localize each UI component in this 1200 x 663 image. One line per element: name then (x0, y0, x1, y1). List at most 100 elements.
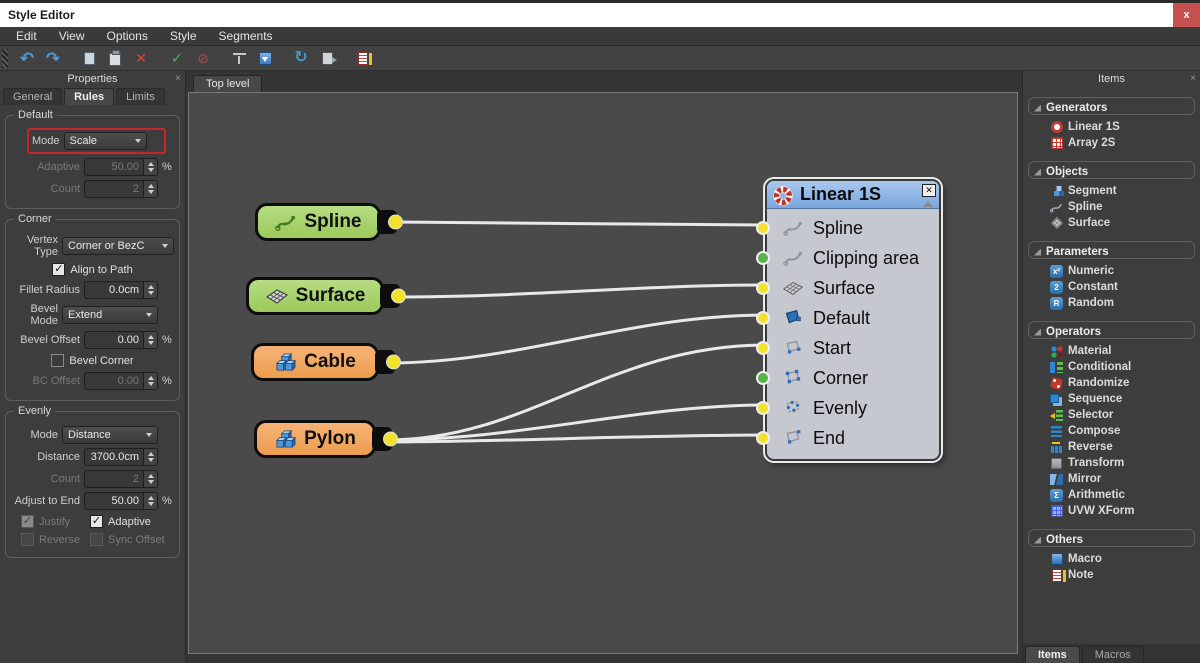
input-row-start[interactable]: Start (756, 333, 939, 363)
bevel-mode-dropdown[interactable]: Extend (62, 306, 158, 324)
spinner-buttons[interactable] (143, 492, 158, 510)
tree-item-uvw-xform[interactable]: UVW XForm (1023, 503, 1200, 519)
expand-triangle-icon[interactable] (1034, 104, 1041, 112)
tree-item-macro[interactable]: Macro (1023, 551, 1200, 567)
export-button[interactable] (316, 48, 338, 69)
tree-item-spline[interactable]: Spline (1023, 199, 1200, 215)
refresh-button[interactable]: ↻ (290, 48, 312, 69)
tree-item-compose[interactable]: Compose (1023, 423, 1200, 439)
tree-item-array-2s[interactable]: Array 2S (1023, 135, 1200, 151)
tree-item-reverse[interactable]: Reverse (1023, 439, 1200, 455)
discard-button[interactable]: ⊘ (192, 48, 214, 69)
spinner-buttons[interactable] (143, 158, 158, 176)
default-adaptive-field[interactable]: 50.00 (84, 158, 158, 176)
node-canvas[interactable]: Spline Surface (188, 92, 1018, 654)
copy-button[interactable] (78, 48, 100, 71)
tab-general[interactable]: General (3, 88, 63, 105)
align-to-path-checkbox[interactable] (52, 263, 66, 276)
tree-item-transform[interactable]: Transform (1023, 455, 1200, 471)
expand-triangle-icon[interactable] (1034, 536, 1041, 544)
tab-items[interactable]: Items (1025, 646, 1080, 663)
tree-group-others[interactable]: Others (1028, 529, 1195, 547)
toolbar-grip[interactable] (2, 48, 8, 68)
bevel-corner-checkbox[interactable] (51, 354, 65, 367)
linear-1s-header[interactable]: Linear 1S ✕ (767, 181, 939, 209)
tab-rules[interactable]: Rules (64, 88, 115, 105)
node-pylon[interactable]: Pylon (254, 420, 398, 458)
tree-item-sequence[interactable]: Sequence (1023, 391, 1200, 407)
menu-view[interactable]: View (58, 29, 85, 43)
distance-field[interactable]: 3700.0cm (84, 448, 158, 466)
tab-limits[interactable]: Limits (116, 88, 165, 105)
default-count-field[interactable]: 2 (84, 180, 158, 198)
tree-group-operators[interactable]: Operators (1028, 321, 1195, 339)
menu-segments[interactable]: Segments (218, 29, 273, 43)
tree-group-generators[interactable]: Generators (1028, 97, 1195, 115)
spinner-buttons[interactable] (143, 180, 158, 198)
tree-item-randomize[interactable]: Randomize (1023, 375, 1200, 391)
spinner-buttons[interactable] (143, 331, 158, 349)
vertex-type-dropdown[interactable]: Corner or BezC (62, 237, 174, 255)
tree-item-selector[interactable]: Selector (1023, 407, 1200, 423)
pin-top-button[interactable] (228, 48, 250, 69)
expand-triangle-icon[interactable] (1034, 248, 1041, 256)
surface-output-port[interactable] (391, 288, 406, 304)
properties-close-icon[interactable]: × (175, 73, 181, 84)
input-row-default[interactable]: Default (756, 303, 939, 333)
collapse-triangle-icon[interactable] (923, 201, 933, 207)
expand-triangle-icon[interactable] (1034, 328, 1041, 336)
spline-input-port[interactable] (756, 221, 770, 235)
apply-button[interactable]: ✓ (166, 48, 188, 69)
start-input-port[interactable] (756, 341, 770, 355)
undo-button[interactable]: ↶ (16, 48, 38, 69)
input-row-spline[interactable]: Spline (756, 213, 939, 243)
tree-group-objects[interactable]: Objects (1028, 161, 1195, 179)
bc-offset-field[interactable]: 0.00 (84, 372, 158, 390)
clipping-area-input-port[interactable] (756, 251, 770, 265)
surface-input-port[interactable] (756, 281, 770, 295)
tree-item-numeric[interactable]: x² Numeric (1023, 263, 1200, 279)
tree-item-material[interactable]: Material (1023, 343, 1200, 359)
evenly-count-field[interactable]: 2 (84, 470, 158, 488)
input-row-surface[interactable]: Surface (756, 273, 939, 303)
tree-item-arithmetic[interactable]: Σ Arithmetic (1023, 487, 1200, 503)
pylon-output-port[interactable] (383, 431, 398, 447)
tree-item-conditional[interactable]: Conditional (1023, 359, 1200, 375)
tree-item-surface[interactable]: Surface (1023, 215, 1200, 231)
node-linear-1s[interactable]: Linear 1S ✕ Spline (756, 179, 941, 461)
spinner-buttons[interactable] (143, 372, 158, 390)
tree-item-segment[interactable]: Segment (1023, 183, 1200, 199)
node-spline[interactable]: Spline (255, 203, 403, 241)
window-close-button[interactable]: x (1173, 3, 1200, 27)
input-row-corner[interactable]: Corner (756, 363, 939, 393)
input-row-clipping-area[interactable]: Clipping area (756, 243, 939, 273)
tab-macros[interactable]: Macros (1081, 646, 1144, 663)
evenly-adaptive-checkbox[interactable] (90, 515, 103, 528)
evenly-input-port[interactable] (756, 401, 770, 415)
items-close-icon[interactable]: × (1190, 73, 1196, 84)
end-input-port[interactable] (756, 431, 770, 445)
spinner-buttons[interactable] (143, 281, 158, 299)
adjust-to-end-field[interactable]: 50.00 (84, 492, 158, 510)
input-row-end[interactable]: End (756, 423, 939, 453)
default-input-port[interactable] (756, 311, 770, 325)
spline-output-port[interactable] (388, 214, 403, 230)
collapse-box-button[interactable] (254, 48, 276, 69)
node-surface[interactable]: Surface (246, 277, 406, 315)
tree-item-note[interactable]: Note (1023, 567, 1200, 583)
cable-output-port[interactable] (386, 354, 401, 370)
corner-input-port[interactable] (756, 371, 770, 385)
expand-triangle-icon[interactable] (1034, 168, 1041, 176)
input-row-evenly[interactable]: Evenly (756, 393, 939, 423)
menu-options[interactable]: Options (106, 29, 148, 43)
tree-item-constant[interactable]: 2 Constant (1023, 279, 1200, 295)
spinner-buttons[interactable] (143, 470, 158, 488)
tab-top-level[interactable]: Top level (193, 75, 263, 92)
paste-button[interactable] (104, 48, 126, 69)
evenly-mode-dropdown[interactable]: Distance (62, 426, 158, 444)
fillet-radius-field[interactable]: 0.0cm (84, 281, 158, 299)
bevel-offset-field[interactable]: 0.00 (84, 331, 158, 349)
delete-button[interactable]: ✕ (130, 48, 152, 69)
tree-item-linear-1s[interactable]: Linear 1S (1023, 119, 1200, 135)
menu-style[interactable]: Style (169, 29, 197, 43)
